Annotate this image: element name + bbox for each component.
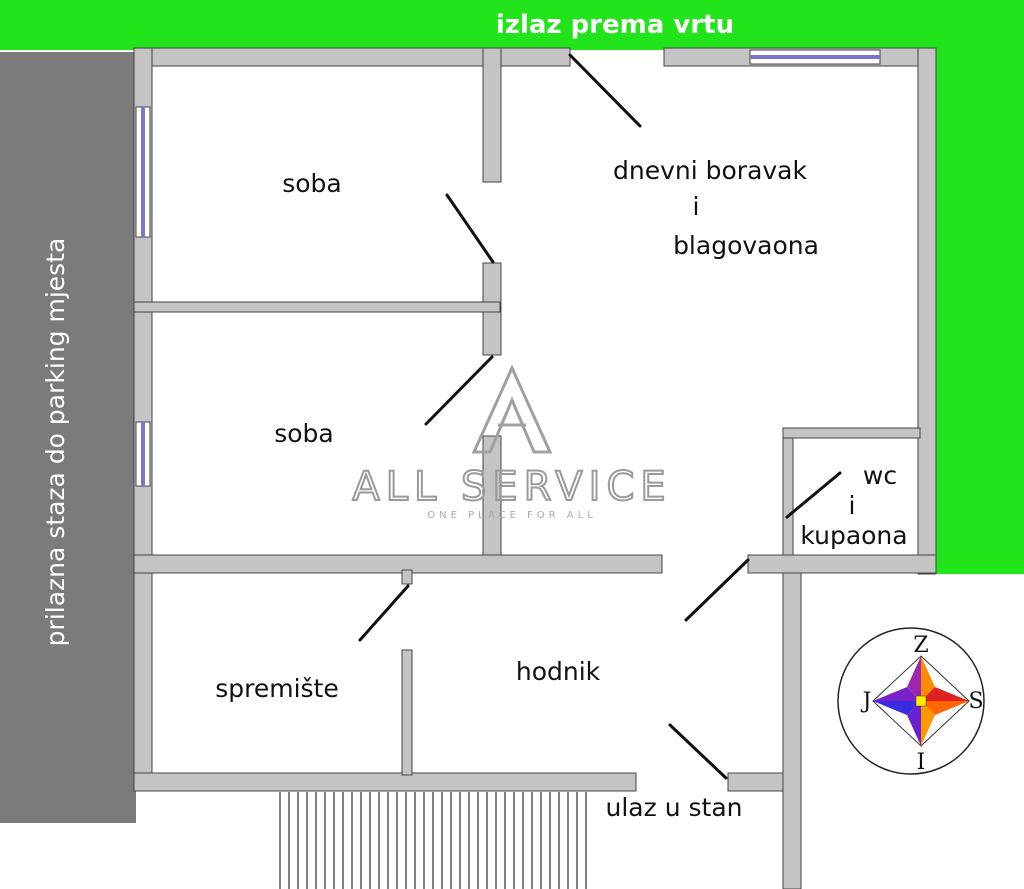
entrance-label: ulaz u stan: [606, 793, 743, 822]
compass-west: J: [861, 689, 872, 714]
room-top-left-label: soba: [282, 169, 342, 198]
windows: [135, 49, 881, 487]
hallway-label: hodnik: [516, 657, 601, 686]
garden-exit-label: izlaz prema vrtu: [496, 10, 734, 40]
storage-label: spremište: [215, 674, 339, 703]
access-path: [0, 52, 136, 823]
access-path-label: prilazna staza do parking mjesta: [41, 238, 70, 647]
living-room-label-1: dnevni boravak: [613, 156, 808, 185]
entrance-steps: [279, 792, 587, 889]
wc-label-2: i: [849, 491, 856, 520]
watermark-tagline: ONE PLACE FOR ALL: [427, 510, 597, 521]
compass-east: S: [968, 689, 983, 714]
compass-south: I: [917, 750, 926, 775]
room-mid-left-label: soba: [274, 419, 334, 448]
watermark-name: ALL SERVICE: [352, 464, 671, 510]
compass-rose: Z I J S: [837, 627, 985, 775]
compass-north: Z: [913, 633, 928, 658]
living-room-label-3: blagovaona: [673, 231, 819, 260]
doors: [358, 53, 842, 780]
living-room-label-2: i: [693, 192, 700, 221]
watermark-logo: ALL SERVICE ONE PLACE FOR ALL: [351, 364, 671, 521]
garden-area: [0, 0, 1024, 574]
wc-label-1: wc: [863, 461, 897, 490]
wc-label-3: kupaona: [800, 521, 907, 550]
